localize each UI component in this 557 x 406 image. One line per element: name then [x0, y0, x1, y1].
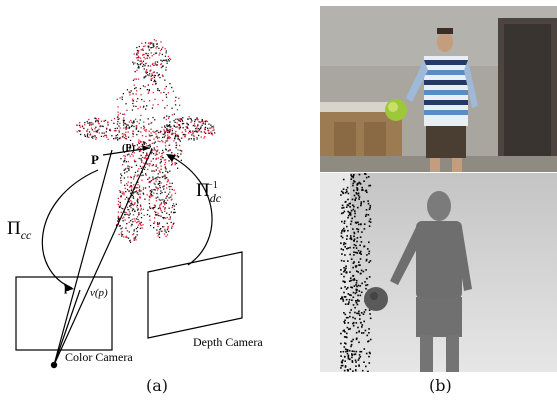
pi-cc-arrowhead — [64, 283, 74, 291]
pi-dc-inv-arrow — [167, 154, 213, 266]
caption-b: (b) — [429, 376, 452, 395]
color-camera-plane — [15, 276, 113, 351]
pi-dc-inv-label: Πdc−1 — [196, 180, 222, 205]
depth-map — [320, 173, 557, 372]
panel-b-images — [320, 6, 557, 372]
pi-dc-inv-arrowhead — [166, 154, 176, 162]
depth-image — [320, 173, 557, 372]
depth-noise — [340, 173, 372, 372]
depth-camera-label: Depth Camera — [193, 335, 263, 349]
point-cloud — [76, 39, 216, 243]
depth-camera-plane — [147, 251, 243, 339]
v-p-label: v(p) — [90, 287, 108, 299]
pi-cc-label: Πcc — [7, 218, 32, 242]
ray-through-p — [53, 289, 81, 366]
caption-a: (a) — [146, 376, 169, 395]
point-P-label: P — [91, 152, 99, 167]
ray-to-P — [53, 149, 113, 366]
point-P-alt-label: (P) — [122, 143, 135, 154]
camera-center — [50, 361, 58, 369]
segment-P — [102, 147, 151, 156]
color-camera-label: Color Camera — [65, 350, 133, 364]
pi-cc-arrow — [41, 169, 99, 289]
point-p-label: p — [64, 280, 71, 294]
arrowhead-P — [142, 145, 150, 151]
panel-a-diagram: Πcc Πdc−1 P (P) p v(p) Color Camera Dept… — [7, 39, 263, 369]
ray-to-P-alt — [53, 148, 153, 366]
color-image — [320, 6, 557, 172]
projection-diagram: Πcc Πdc−1 P (P) p v(p) Color Camera Dept… — [7, 39, 263, 369]
color-photo — [320, 6, 557, 172]
